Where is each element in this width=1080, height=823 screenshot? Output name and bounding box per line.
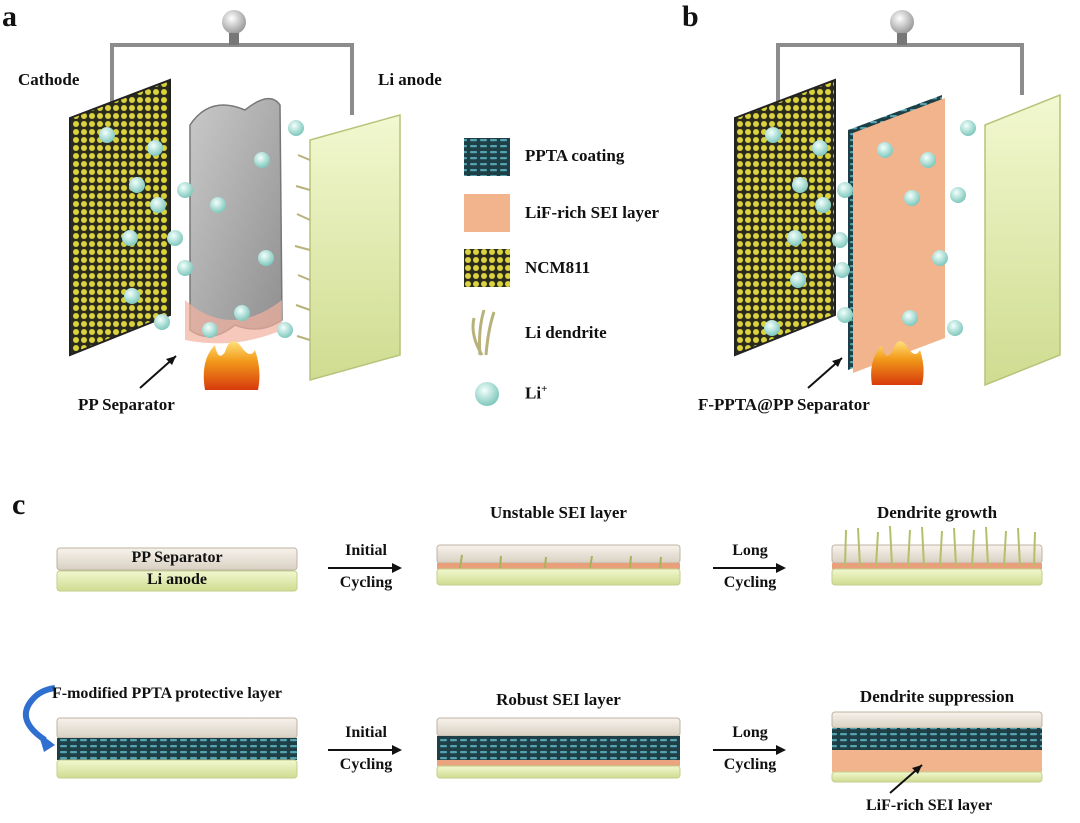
- unstable-sei: [437, 563, 680, 569]
- li-ion-icon: [475, 382, 499, 406]
- legend-ncm811: NCM811: [525, 258, 590, 278]
- li-anode-label: Li anode: [378, 70, 442, 90]
- arrow-initial-cycling: [392, 745, 402, 755]
- layer-pp-separator-label: PP Separator: [57, 549, 297, 567]
- top-arrow2-line2: Cycling: [712, 574, 788, 592]
- fire-icon: [204, 341, 260, 390]
- panel-letter-a: a: [2, 0, 17, 34]
- curved-blue-arrow: [26, 688, 55, 740]
- thick-lif-sei: [832, 750, 1042, 772]
- arrow-long-cycling: [776, 563, 786, 573]
- panel-letter-b: b: [682, 0, 699, 34]
- bulb-icon: [222, 10, 246, 34]
- bottom-arrow1-line1: Initial: [328, 724, 404, 742]
- panel-letter-c: c: [12, 488, 25, 522]
- arrow-initial-cycling: [392, 563, 402, 573]
- top-arrow1-line2: Cycling: [328, 574, 404, 592]
- cathode-label: Cathode: [18, 70, 79, 90]
- top-arrow2-line1: Long: [712, 542, 788, 560]
- dendrite-icon: [473, 310, 494, 355]
- dendrite-suppression-title: Dendrite suppression: [832, 687, 1042, 707]
- lif-sei-sheet: [853, 98, 945, 373]
- robust-sei: [437, 760, 680, 766]
- f-ppta-pp-separator-label: F-PPTA@PP Separator: [698, 395, 870, 415]
- li-anode-plate: [310, 115, 400, 380]
- layer-li-anode-label: Li anode: [57, 571, 297, 589]
- pp-separator-sheet: [190, 99, 282, 337]
- dendrite-growth-title: Dendrite growth: [832, 503, 1042, 523]
- lif-sei-swatch: [464, 194, 510, 232]
- arrow-long-cycling: [776, 745, 786, 755]
- protective-layer-label: F-modified PPTA protective layer: [52, 685, 282, 703]
- bulb-icon: [890, 10, 914, 34]
- cathode-plate: [70, 80, 170, 355]
- legend-swatches: [464, 138, 510, 406]
- bottom-arrow1-line2: Cycling: [328, 756, 404, 774]
- li-anode-plate: [985, 95, 1060, 385]
- bottom-arrow2-line1: Long: [712, 724, 788, 742]
- panel-a-cell: [70, 10, 400, 390]
- legend-li-dendrite: Li dendrite: [525, 323, 607, 343]
- dendrites: [295, 155, 310, 340]
- panel-b-cell: [735, 10, 1060, 388]
- lif-sei-layer-label: LiF-rich SEI layer: [866, 797, 992, 815]
- bottom-arrow2-line2: Cycling: [712, 756, 788, 774]
- legend-lif-sei: LiF-rich SEI layer: [525, 203, 659, 223]
- top-arrow1-line1: Initial: [328, 542, 404, 560]
- pp-separator-label: PP Separator: [78, 395, 175, 415]
- legend-li-ion: Li+: [525, 383, 547, 404]
- ppta-coating-swatch: [464, 138, 510, 176]
- cathode-plate: [735, 80, 835, 355]
- ncm811-swatch: [464, 249, 510, 287]
- legend-ppta-coating: PPTA coating: [525, 146, 624, 166]
- unstable-sei-title: Unstable SEI layer: [437, 503, 680, 523]
- robust-sei-title: Robust SEI layer: [437, 690, 680, 710]
- ppta-protective-layer: [57, 738, 297, 760]
